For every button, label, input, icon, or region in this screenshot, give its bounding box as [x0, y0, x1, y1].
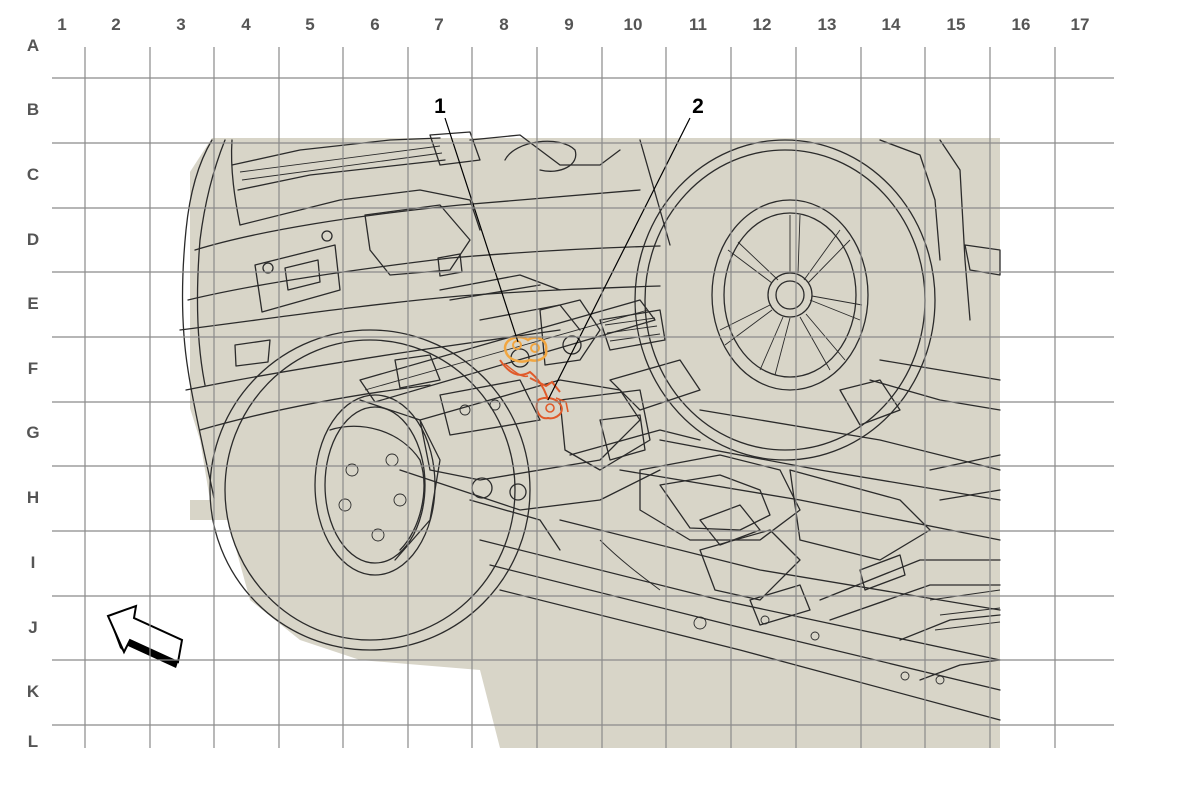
- grid-row-label: G: [26, 423, 39, 442]
- grid-row-label: A: [27, 36, 39, 55]
- grid-column-label: 2: [111, 15, 120, 34]
- callout-label-1: 1: [434, 95, 446, 118]
- front-direction-arrow-icon: [106, 604, 184, 668]
- grid-column-label: 10: [624, 15, 643, 34]
- grid-row-label: I: [31, 553, 36, 572]
- grid-column-label: 16: [1012, 15, 1031, 34]
- grid-column-label: 14: [882, 15, 901, 34]
- callout-label-2: 2: [692, 95, 704, 118]
- grid-column-label: 8: [499, 15, 508, 34]
- grid-column-label: 13: [818, 15, 837, 34]
- grid-column-label: 3: [176, 15, 185, 34]
- grid-row-label: L: [28, 732, 38, 751]
- grid-column-label: 6: [370, 15, 379, 34]
- grid-row-label: K: [27, 682, 40, 701]
- grid-column-label: 12: [753, 15, 772, 34]
- grid-row-label: J: [28, 618, 37, 637]
- grid-column-label: 17: [1071, 15, 1090, 34]
- grid-column-label: 15: [947, 15, 966, 34]
- grid-column-label: 1: [57, 15, 66, 34]
- grid-row-label: E: [27, 294, 38, 313]
- grid-row-label: H: [27, 488, 39, 507]
- grid-row-labels: A B C D E F G H I J K L: [26, 36, 39, 751]
- grid-row-label: D: [27, 230, 39, 249]
- callout-1-leader: [444, 117, 519, 343]
- grid-column-label: 11: [689, 15, 707, 34]
- grid-column-label: 7: [434, 15, 443, 34]
- grid-row-label: C: [27, 165, 39, 184]
- reference-grid: [52, 47, 1114, 748]
- panel-mask-bottom: [190, 520, 500, 748]
- grid-row-label: B: [27, 100, 39, 119]
- grid-column-label: 5: [305, 15, 314, 34]
- panel-mask-left: [170, 138, 212, 500]
- grid-column-label: 4: [241, 15, 251, 34]
- vehicle-line-art: [179, 131, 1001, 721]
- illustration-panel: [190, 138, 1000, 748]
- grid-row-label: F: [28, 359, 38, 378]
- grid-column-label: 9: [564, 15, 573, 34]
